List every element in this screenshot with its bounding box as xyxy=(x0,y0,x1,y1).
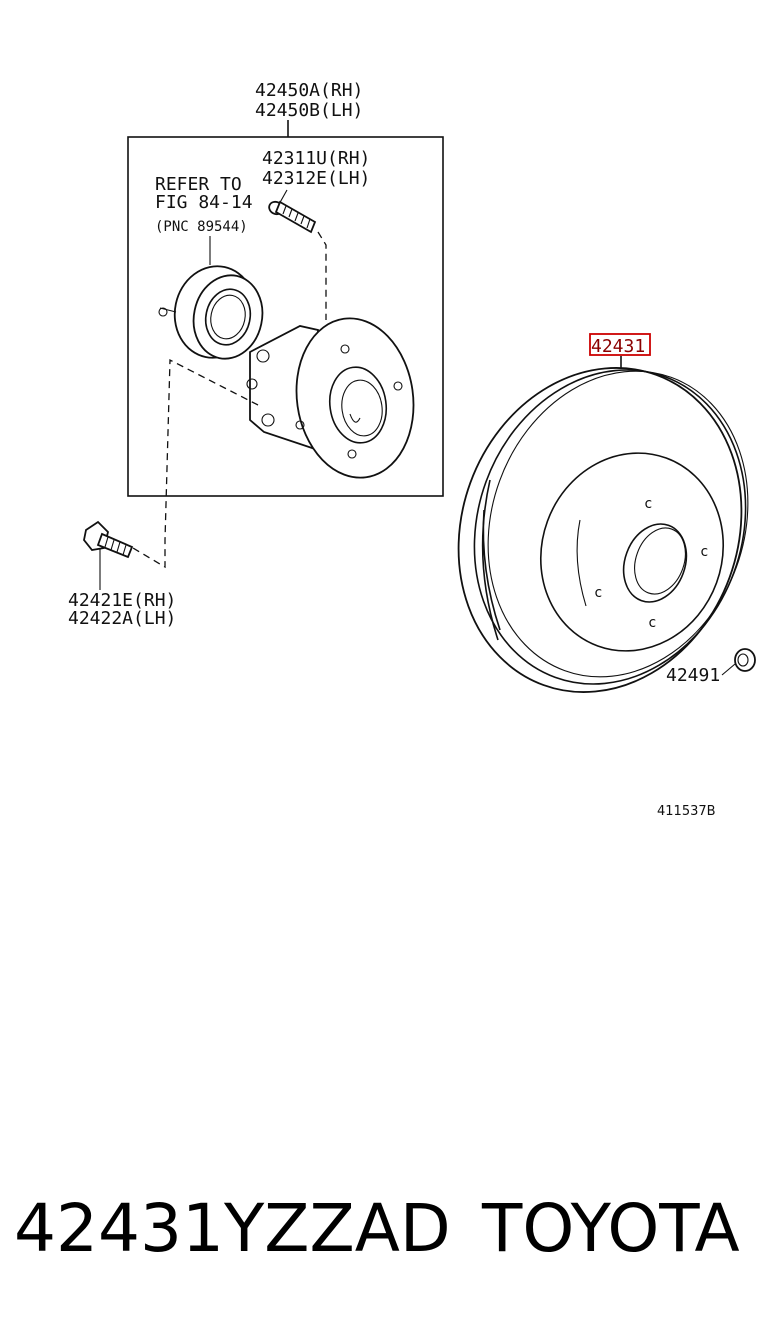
plug-drawing xyxy=(734,648,756,672)
footer-part-number: 42431YZZAD xyxy=(14,1190,451,1267)
bearing-drawing xyxy=(158,265,264,360)
dash-hub-to-bolt xyxy=(132,358,259,569)
label-disc[interactable]: 42431 xyxy=(591,336,645,357)
label-refer-to: REFER TO xyxy=(155,174,242,195)
label-bolt-rh: 42311U(RH) xyxy=(262,148,370,169)
label-hub-bolt-rh: 42421E(RH) xyxy=(68,590,176,611)
dash-bolt-to-hub xyxy=(317,231,327,320)
svg-text:c: c xyxy=(700,544,708,560)
label-hub-bolt-lh: 42422A(LH) xyxy=(68,608,176,629)
leader-plug xyxy=(721,663,736,676)
label-plug: 42491 xyxy=(666,665,720,686)
svg-text:c: c xyxy=(644,496,652,512)
label-hub-assy-lh: 42450B(LH) xyxy=(255,100,363,121)
disc-label-highlight xyxy=(589,333,651,356)
label-refer-pnc: (PNC 89544) xyxy=(155,219,248,235)
svg-text:c: c xyxy=(648,615,656,631)
label-hub-assy-rh: 42450A(RH) xyxy=(255,80,363,101)
brake-disc-drawing: c c c c xyxy=(457,367,749,693)
figure-reference: 411537B xyxy=(657,804,716,819)
hub-flange-drawing xyxy=(246,317,415,479)
label-refer-fig: FIG 84-14 xyxy=(155,192,253,213)
lug-bolt-drawing xyxy=(83,520,134,559)
footer-brand: TOYOTA xyxy=(482,1190,740,1267)
svg-text:c: c xyxy=(594,585,602,601)
hub-assy-box xyxy=(127,136,444,497)
hub-bolt-drawing xyxy=(268,189,317,234)
label-bolt-lh: 42312E(LH) xyxy=(262,168,370,189)
